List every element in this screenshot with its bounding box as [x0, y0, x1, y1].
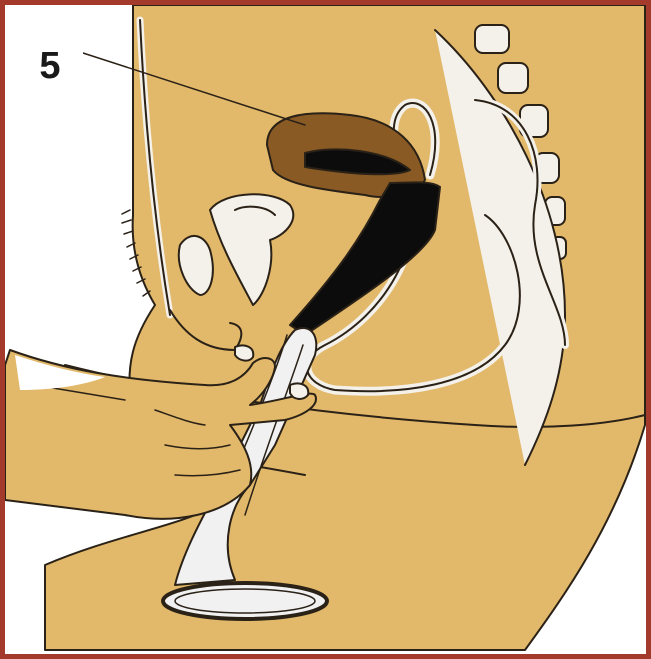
fingernail: [290, 383, 308, 398]
step-number-badge: 5: [17, 29, 83, 103]
step-number: 5: [39, 45, 60, 88]
anatomical-illustration: [5, 5, 646, 654]
fingernail-2: [235, 345, 253, 360]
